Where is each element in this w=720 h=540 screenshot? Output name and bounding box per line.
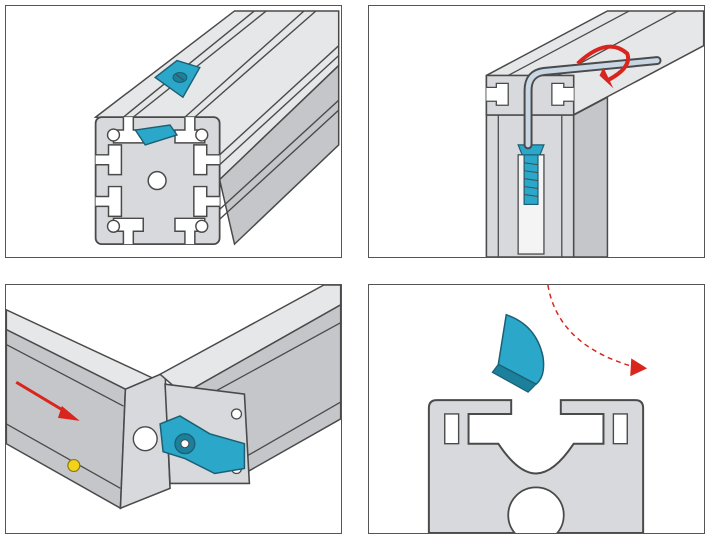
profile-t-nut-illustration	[93, 10, 340, 246]
hex-key-illustration	[485, 10, 704, 257]
marker-dot-icon	[67, 458, 81, 473]
rotation-arrow-icon	[547, 285, 648, 377]
profile-cross-section-icon	[427, 399, 645, 533]
push-arrow-icon	[15, 380, 80, 421]
slot-cover-illustration	[427, 285, 648, 533]
profile-joining-illustration	[6, 285, 341, 510]
panel-profile-joining	[5, 284, 342, 534]
panel-t-nut-insertion	[5, 5, 342, 258]
slot-insert-icon	[491, 313, 545, 393]
panel-hex-key-tightening	[368, 5, 705, 258]
panel-slot-cover-rotation	[368, 284, 705, 534]
t-nut-in-slot-icon	[134, 124, 179, 146]
connector-icon	[159, 415, 246, 475]
rotation-arrow-icon	[576, 44, 631, 89]
screw-icon	[517, 144, 545, 206]
hex-key-icon	[523, 56, 662, 150]
